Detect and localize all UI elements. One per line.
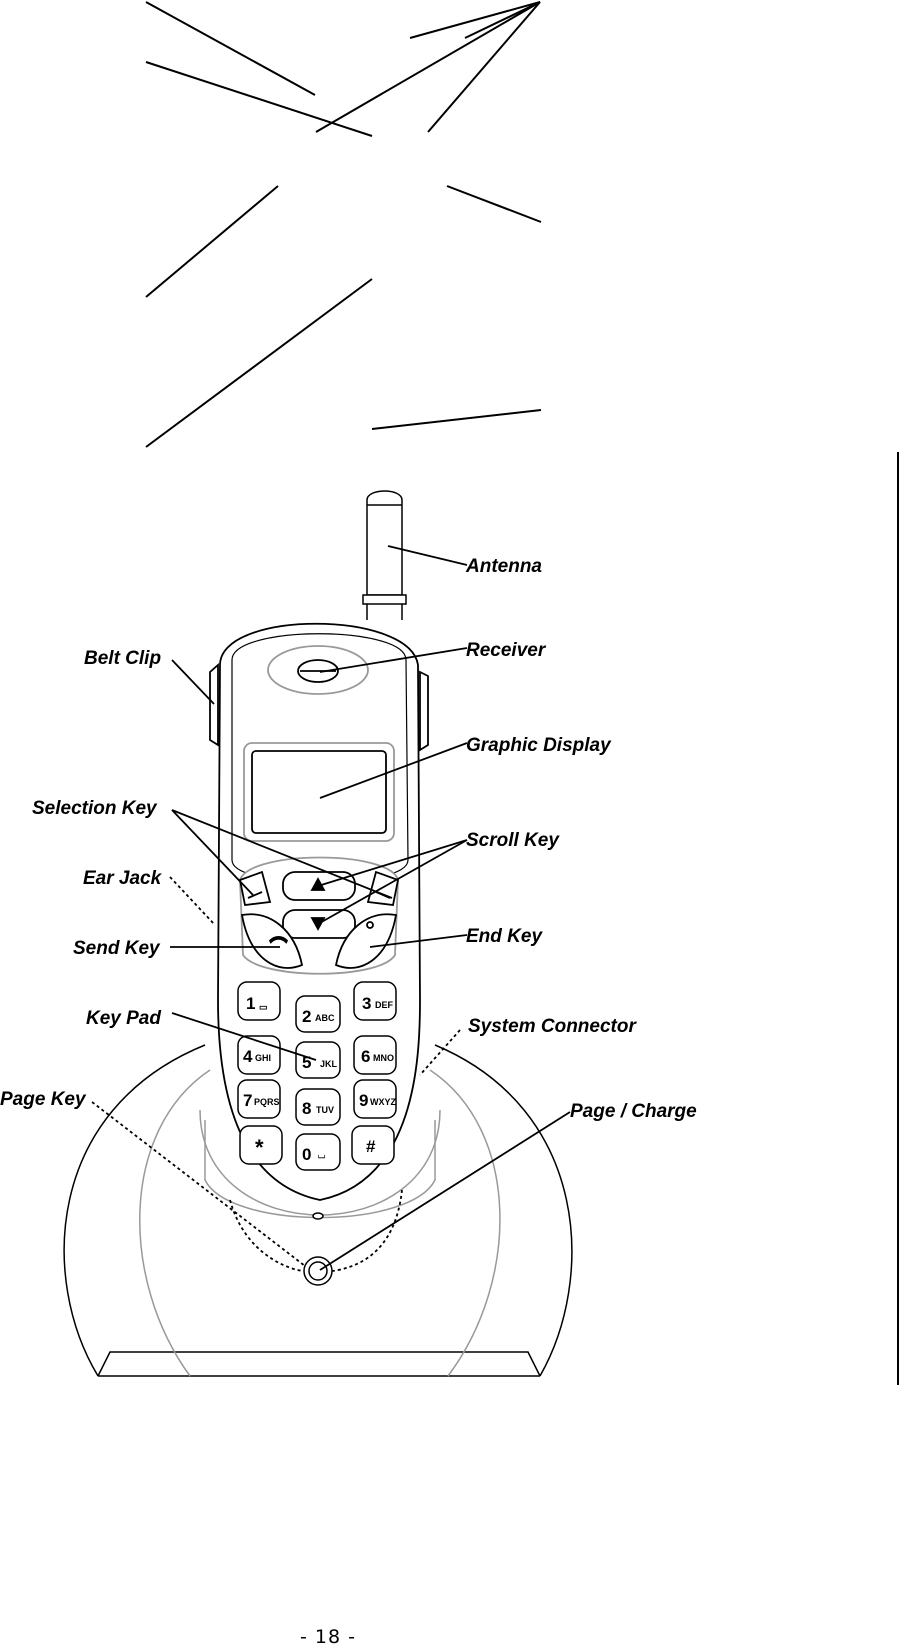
label-antenna: Antenna [465, 556, 542, 577]
label-belt-clip: Belt Clip [84, 648, 161, 669]
key-9-letters: WXYZ [370, 1097, 397, 1107]
antenna-part [362, 490, 407, 620]
keypad [237, 981, 397, 1220]
label-scroll-key: Scroll Key [466, 830, 560, 851]
key-6: 6 [361, 1047, 370, 1066]
key-1: 1 [246, 994, 255, 1013]
key-5: 5 [302, 1053, 311, 1072]
key-8-letters: TUV [316, 1105, 334, 1115]
key-5-letters: JKL [320, 1059, 338, 1069]
key-3-letters: DEF [375, 1000, 394, 1010]
label-graphic-display: Graphic Display [466, 735, 612, 756]
keypad-labels: 1 ▭ 2 ABC 3 DEF 4 GHI 5 JKL 6 MNO 7 PQRS… [243, 994, 397, 1164]
label-page-charge: Page / Charge [570, 1101, 697, 1122]
page-charge-button [303, 1256, 333, 1286]
charging-base [63, 1044, 573, 1377]
page-number: - 18 - [300, 1626, 356, 1648]
dotted-callout-lines [91, 876, 461, 1272]
key-2: 2 [302, 1007, 311, 1026]
label-ear-jack: Ear Jack [83, 868, 163, 889]
label-send-key: Send Key [73, 938, 161, 959]
key-3: 3 [362, 994, 371, 1013]
key-2-letters: ABC [315, 1013, 335, 1023]
key-4: 4 [243, 1047, 253, 1066]
label-system-connector: System Connector [468, 1016, 637, 1037]
key-7-letters: PQRS [254, 1097, 280, 1107]
label-key-pad: Key Pad [86, 1008, 161, 1029]
label-page-key: Page Key [0, 1089, 87, 1110]
key-0-space-icon: ⌴ [318, 1150, 325, 1160]
key-6-letters: MNO [373, 1053, 394, 1063]
key-star: * [255, 1135, 264, 1160]
key-hash: # [366, 1137, 376, 1156]
callout-lines [170, 545, 571, 1271]
key-8: 8 [302, 1099, 311, 1118]
label-end-key: End Key [466, 926, 543, 947]
key-7: 7 [243, 1091, 252, 1110]
label-selection-key: Selection Key [32, 798, 158, 819]
key-1-icon: ▭ [259, 1002, 268, 1012]
label-receiver: Receiver [466, 640, 547, 661]
top-stray-lines [145, 1, 542, 448]
key-0: 0 [302, 1145, 311, 1164]
key-4-letters: GHI [255, 1053, 271, 1063]
svg-text:⌒: ⌒ [270, 936, 287, 956]
key-9: 9 [359, 1091, 368, 1110]
